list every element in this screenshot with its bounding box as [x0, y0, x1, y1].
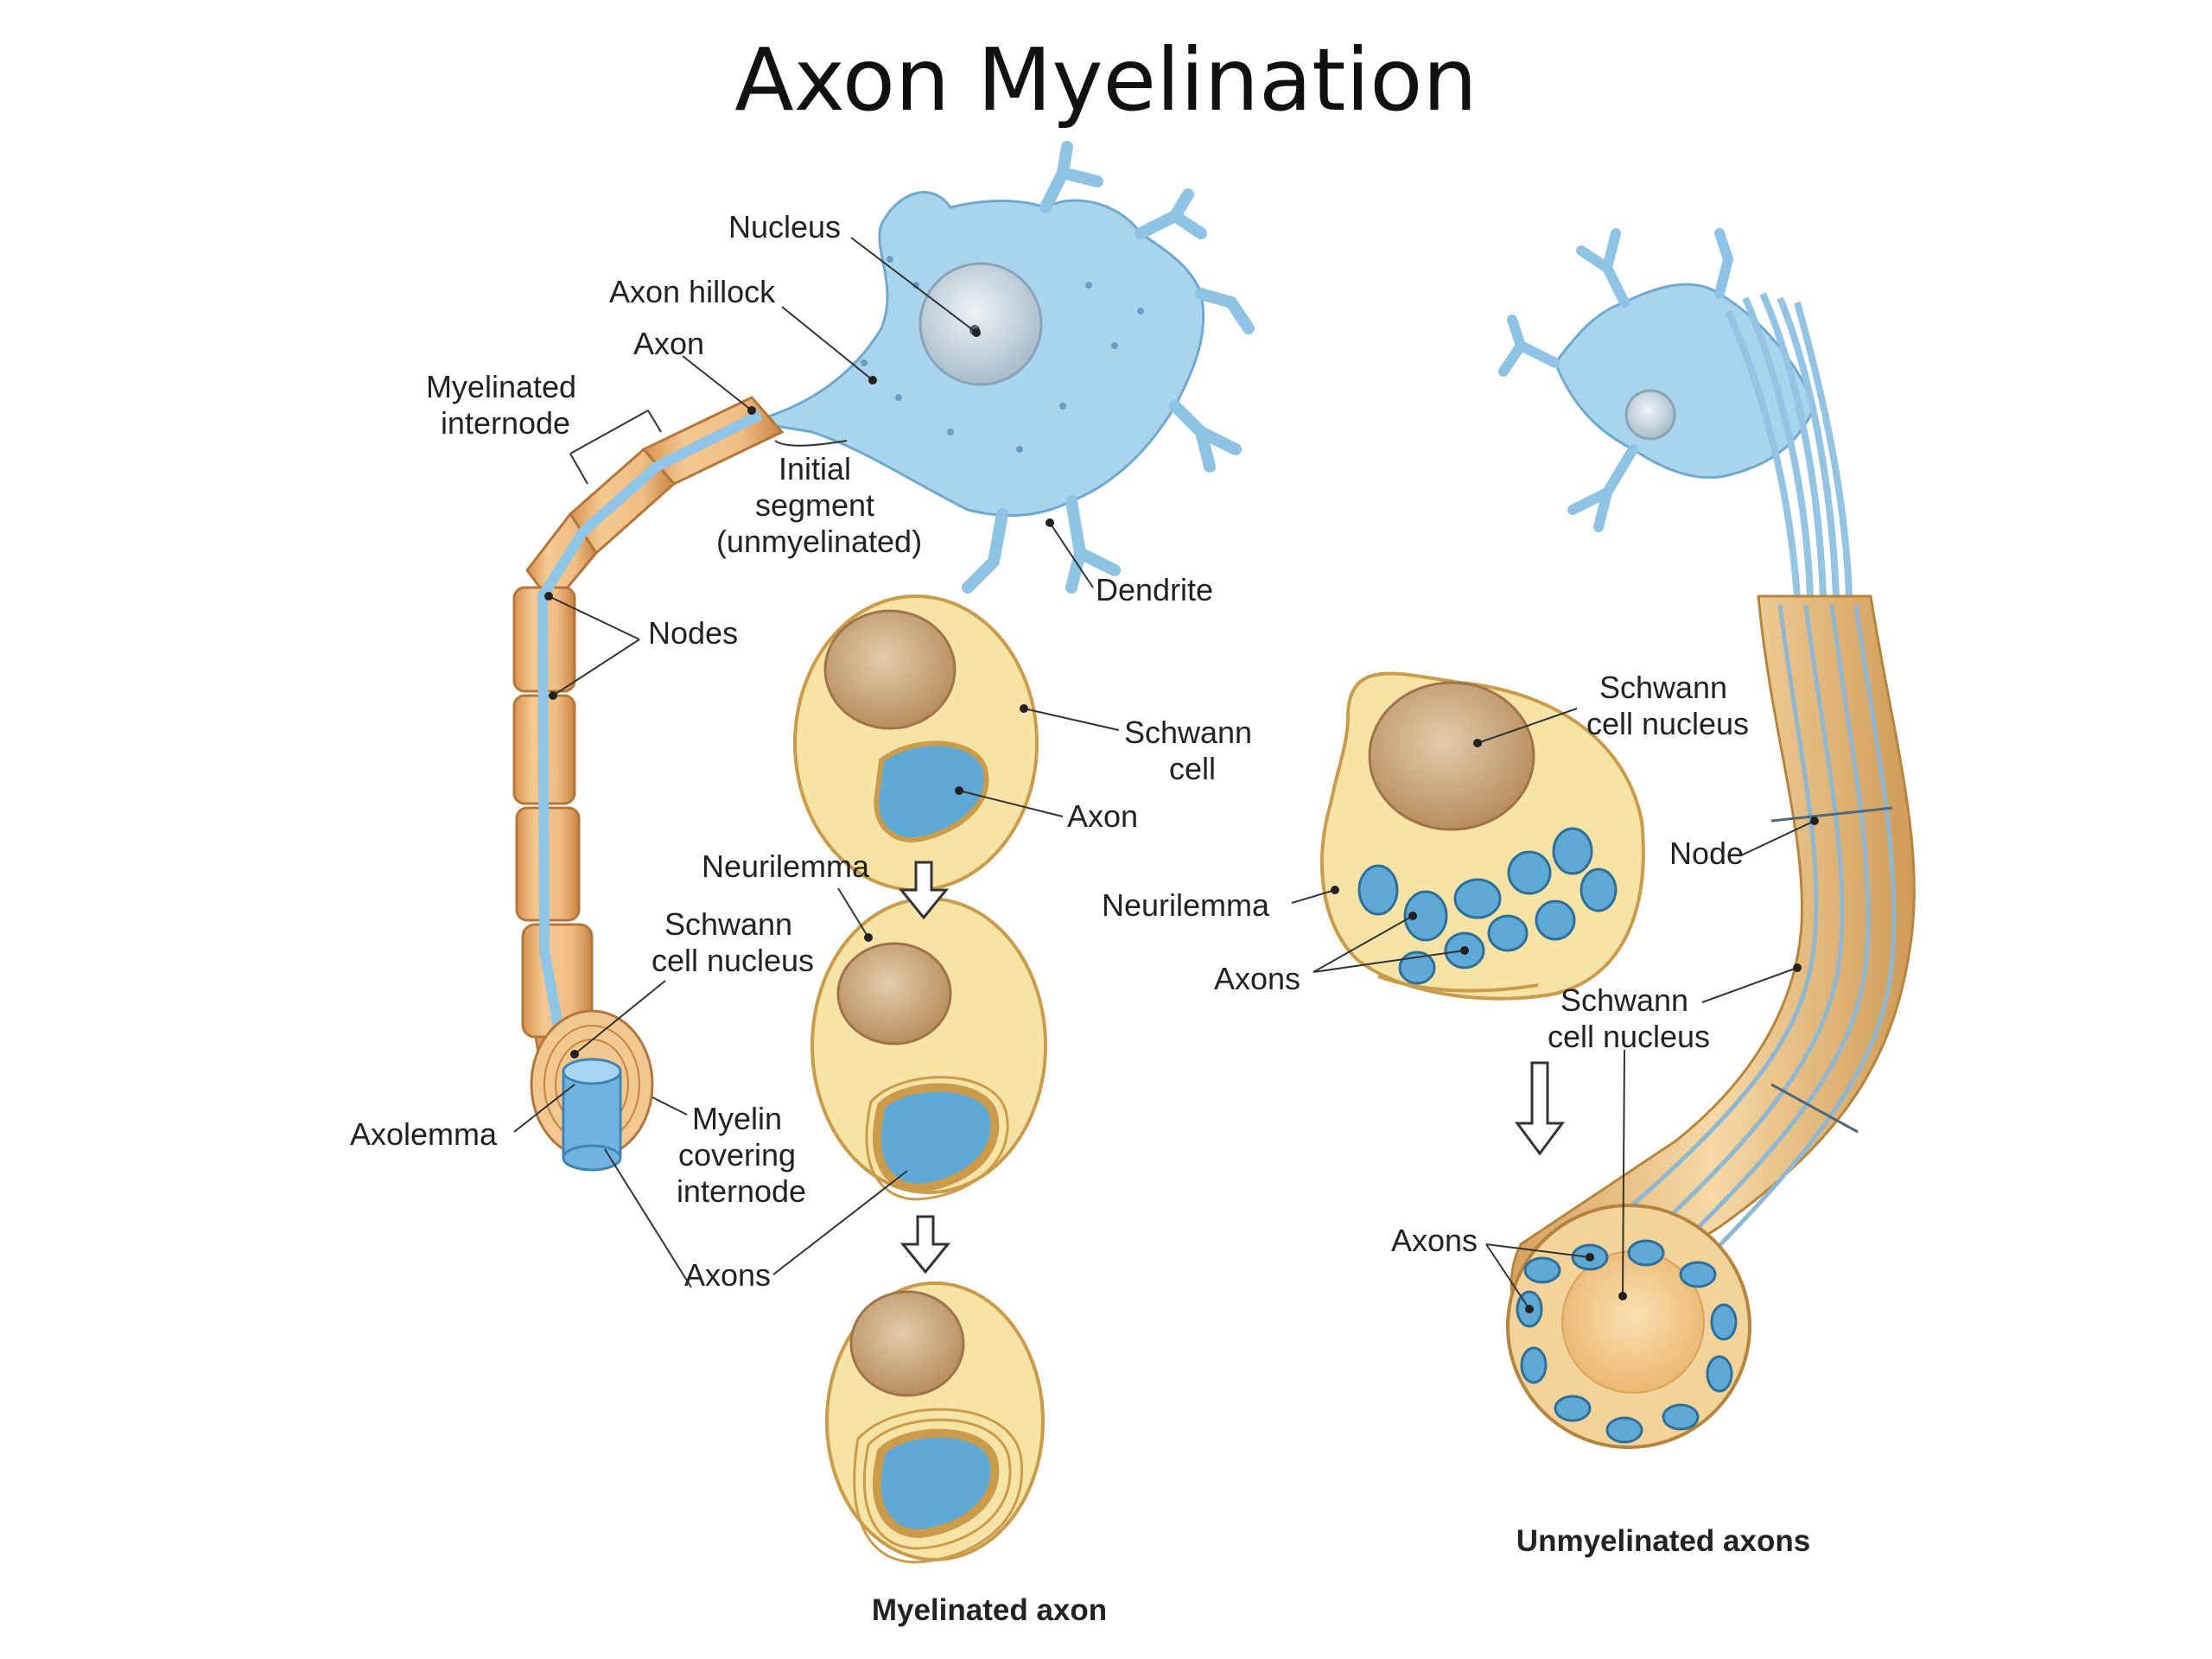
- label-initial-segment-line2: segment: [755, 487, 874, 523]
- label-axons-right-top: Axons: [1214, 961, 1300, 996]
- label-schwann-cell-nucleus-right-top-line1: Schwann: [1599, 670, 1727, 705]
- label-schwann-cell-line1: Schwann: [1124, 715, 1252, 750]
- label-initial-segment-line1: Initial: [779, 451, 851, 486]
- label-dendrite: Dendrite: [1096, 572, 1213, 607]
- label-nucleus: Nucleus: [728, 209, 841, 245]
- label-nodes: Nodes: [648, 615, 738, 651]
- label-initial-segment: Initial segment (unmyelinated): [716, 451, 922, 559]
- label-node-right: Node: [1669, 836, 1744, 871]
- label-axon-top: Axon: [633, 326, 704, 361]
- caption-unmyelinated-axons: Unmyelinated axons: [1516, 1524, 1810, 1558]
- label-schwann-cell-line2: cell: [1169, 751, 1216, 786]
- neuron-cell-body-right: [1498, 228, 1853, 597]
- schwann-cell-stage-2: [810, 897, 1047, 1201]
- schwann-cell-stage-1: [793, 594, 1039, 892]
- stage-arrow-1: [898, 861, 950, 920]
- schwann-cell-stage-3: [825, 1281, 1045, 1564]
- label-axolemma: Axolemma: [350, 1116, 498, 1152]
- label-myelinated-internode-line2: internode: [441, 405, 570, 441]
- leader-dots: [544, 328, 1819, 1313]
- label-myelin-covering-line3: internode: [677, 1173, 806, 1209]
- label-myelin-covering-line1: Myelin: [692, 1101, 782, 1136]
- label-schwann-cell-nucleus-right-top-line2: cell nucleus: [1586, 706, 1749, 741]
- label-neurilemma-left: Neurilemma: [702, 849, 870, 884]
- label-schwann-cell-nucleus-right-bottom-line1: Schwann: [1560, 982, 1688, 1018]
- myelinated-axon-left: [512, 396, 785, 1172]
- schwann-cell-unmyelinated: [1320, 671, 1645, 1001]
- leader-lines: [513, 237, 1815, 1310]
- label-myelinated-internode-line1: Myelinated: [426, 369, 576, 404]
- label-axon-hillock: Axon hillock: [609, 274, 776, 309]
- slide-title: Axon Myelination: [734, 29, 1478, 130]
- label-axon-mid: Axon: [1067, 798, 1138, 834]
- unmyelinated-axon-bundle: [1506, 594, 1916, 1449]
- label-schwann-cell-nucleus-right-bottom: Schwann cell nucleus: [1548, 982, 1710, 1054]
- neuron-cell-body-left: [749, 141, 1255, 594]
- label-schwann-cell-nucleus-left: Schwann cell nucleus: [652, 906, 814, 978]
- label-initial-segment-line3: (unmyelinated): [716, 524, 922, 559]
- label-schwann-cell: Schwann cell: [1124, 715, 1261, 786]
- label-myelinated-internode: Myelinated internode: [426, 369, 585, 441]
- label-axons-left: Axons: [684, 1257, 771, 1293]
- label-schwann-cell-nucleus-left-line2: cell nucleus: [652, 943, 814, 978]
- label-schwann-cell-nucleus-right-top: Schwann cell nucleus: [1586, 670, 1749, 741]
- label-myelin-covering: Myelin covering internode: [677, 1101, 806, 1209]
- label-myelin-covering-line2: covering: [678, 1137, 796, 1173]
- label-neurilemma-right: Neurilemma: [1102, 887, 1270, 923]
- stage-arrow-2: [899, 1215, 951, 1274]
- label-schwann-cell-nucleus-right-bottom-line2: cell nucleus: [1548, 1019, 1710, 1054]
- caption-myelinated-axon: Myelinated axon: [872, 1593, 1107, 1627]
- label-axons-right-bottom: Axons: [1391, 1223, 1478, 1258]
- label-schwann-cell-nucleus-left-line1: Schwann: [664, 906, 792, 942]
- stage-arrow-right: [1515, 1061, 1565, 1156]
